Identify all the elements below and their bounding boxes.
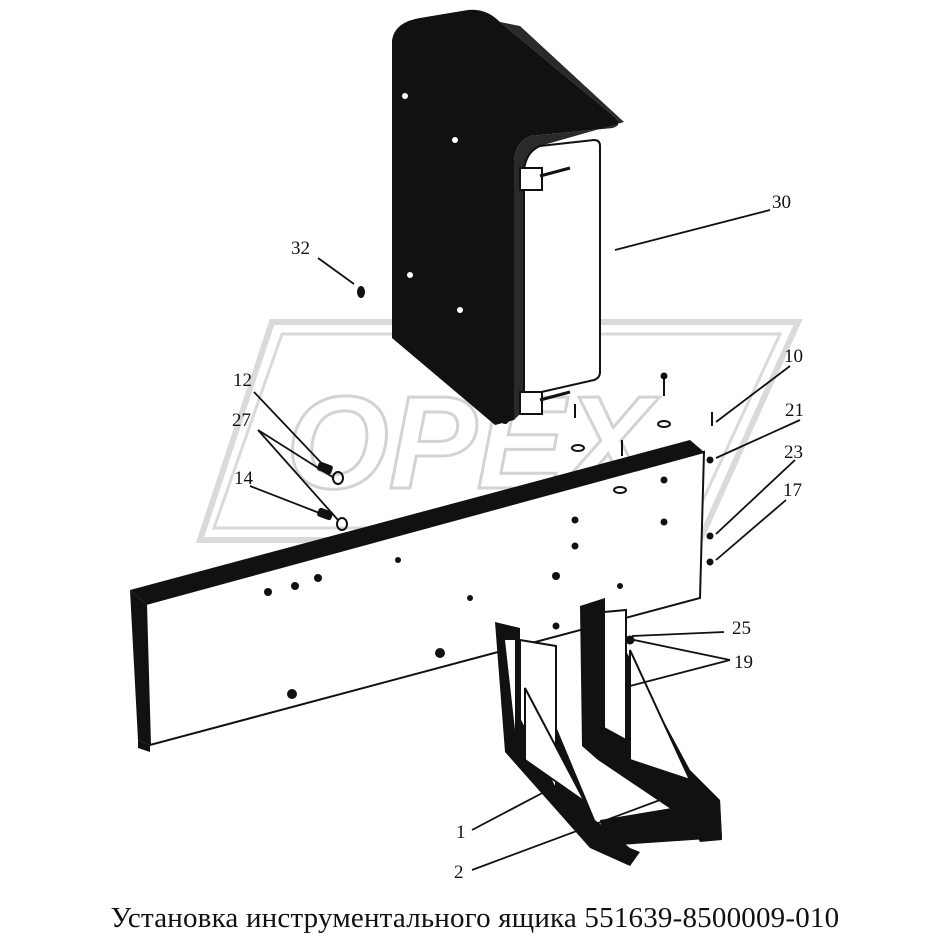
tool-box <box>392 9 624 425</box>
callout-32: 32 <box>291 238 310 259</box>
bracket-1 <box>495 622 640 866</box>
callout-23: 23 <box>784 442 803 463</box>
fasteners <box>317 372 714 693</box>
callout-25: 25 <box>732 618 751 639</box>
callout-12: 12 <box>233 370 252 391</box>
callout-17: 17 <box>783 480 802 501</box>
figure-caption: Установка инструментального ящика 551639… <box>110 902 840 934</box>
callout-10: 10 <box>784 346 803 367</box>
callout-1: 1 <box>456 822 466 843</box>
frame-rail <box>130 440 706 752</box>
callout-19: 19 <box>734 652 753 673</box>
callout-27: 27 <box>232 410 251 431</box>
callout-labels: 30 32 10 21 23 17 12 27 14 25 19 1 2 <box>232 192 804 883</box>
leader-lines <box>249 209 801 871</box>
part-32-plug <box>357 286 365 298</box>
callout-14: 14 <box>234 468 254 489</box>
callout-30: 30 <box>772 192 791 213</box>
callout-2: 2 <box>454 862 464 883</box>
callout-21: 21 <box>785 400 804 421</box>
